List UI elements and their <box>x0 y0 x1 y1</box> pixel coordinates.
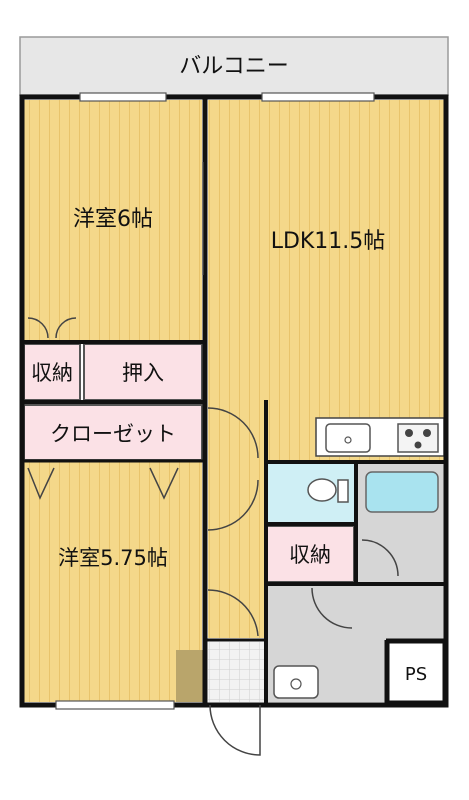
storage-1-label: 収納 <box>31 361 73 385</box>
closet-label: クローゼット <box>50 422 176 446</box>
burner-2 <box>423 429 431 437</box>
western-room-1-floor <box>24 100 202 340</box>
toilet-tank <box>337 479 349 503</box>
ldk-floor <box>208 100 444 460</box>
western-room-2-label: 洋室5.75帖 <box>58 546 168 570</box>
doors <box>27 162 399 756</box>
burner-1 <box>405 429 413 437</box>
walls <box>19 94 449 708</box>
kitchen-sink <box>325 423 371 453</box>
burner-3 <box>414 441 422 449</box>
western-room-2-floor <box>24 462 202 702</box>
western-room-1-label: 洋室6帖 <box>73 207 153 232</box>
basin-drain <box>290 678 302 690</box>
balcony-area <box>19 36 449 96</box>
bathtub <box>365 471 439 513</box>
toilet-bowl <box>307 478 337 502</box>
pipe-space-label: PS <box>405 664 427 685</box>
windows <box>55 92 375 710</box>
entrance-floor <box>208 642 266 702</box>
storage-2-label: 収納 <box>289 543 331 567</box>
wash-basin <box>273 665 319 699</box>
entrance-step <box>176 650 204 702</box>
oshiire-label: 押入 <box>122 361 164 385</box>
ldk-label: LDK11.5帖 <box>271 229 386 254</box>
balcony-label: バルコニー <box>179 54 289 79</box>
sink-drain <box>344 436 352 444</box>
